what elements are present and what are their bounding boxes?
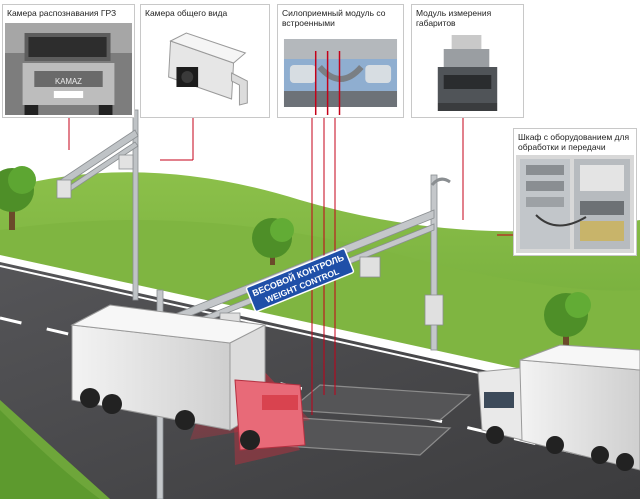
callout-title: Камера распознавания ГРЗ xyxy=(7,8,117,18)
truck-brand: KAMAZ xyxy=(55,77,82,86)
callout-equipment-cabinet: Шкаф с оборудованием для обработки и пер… xyxy=(513,128,637,256)
weight-control-sign: ВЕСОВОЙ КОНТРОЛЬ WEIGHT CONTROL xyxy=(245,247,355,313)
truck-right xyxy=(477,344,640,471)
truck-left xyxy=(70,304,306,451)
callout-overview-camera: Камера общего вида xyxy=(140,4,270,118)
kamaz-truck-photo: KAMAZ xyxy=(5,23,132,115)
cabinet-photo xyxy=(516,155,634,253)
callout-plate-camera: Камера распознавания ГРЗ KAMAZ xyxy=(2,4,135,118)
callout-dimension-module: Модуль измерения габаритов xyxy=(411,4,524,118)
callout-title: Модуль измерения габаритов xyxy=(416,8,492,28)
scanner-photo xyxy=(414,31,521,115)
callout-force-module: Силоприемный модуль со встроенными тензо… xyxy=(277,4,404,118)
camera-gantry-left xyxy=(56,109,139,301)
camera-photo xyxy=(143,23,267,115)
tree-center xyxy=(252,218,294,265)
tree-left xyxy=(0,166,36,230)
tree-right xyxy=(544,292,591,345)
force-module-diagram xyxy=(280,31,401,115)
callout-title: Камера общего вида xyxy=(145,8,228,18)
